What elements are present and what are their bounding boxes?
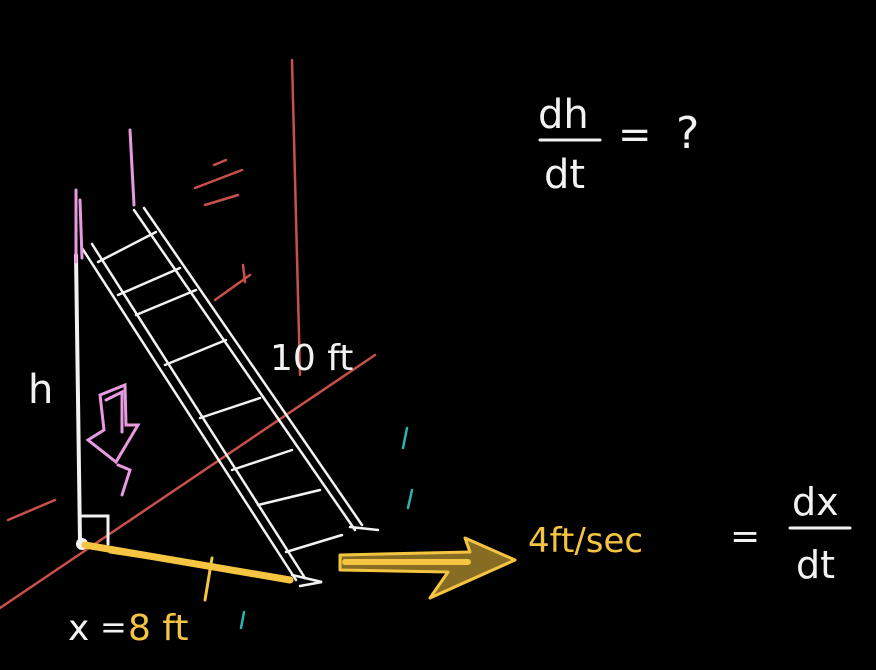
- base-x: [81, 541, 294, 602]
- teal-ticks: [239, 426, 414, 630]
- dh-numerator: dh: [538, 92, 589, 138]
- height-side: [74, 253, 82, 544]
- hypotenuse-label: 10 ft: [270, 338, 353, 379]
- ladder-rail-right: [132, 208, 357, 532]
- labels: h 10 ft x = dh dt = ? = dx dt: [28, 92, 839, 649]
- right-arrow-icon: [338, 536, 517, 600]
- pink-motion: [74, 128, 141, 497]
- down-arrow-icon: [85, 382, 141, 465]
- triangle: [74, 253, 110, 546]
- rate-label: 4ft/sec: [528, 521, 643, 561]
- rate-equals: =: [730, 516, 760, 557]
- ladder-rail-right-2: [142, 206, 364, 527]
- right-angle-mark: [80, 514, 110, 546]
- ground-line: [0, 353, 377, 610]
- wall-corner-line: [290, 58, 302, 377]
- ladder: [80, 206, 380, 588]
- wall-mark-top: [193, 158, 244, 207]
- perspective-lines: [0, 58, 377, 610]
- base-var-label: x: [68, 608, 89, 649]
- dh-equals: =: [618, 112, 652, 158]
- ladder-rail-left-2: [90, 242, 307, 580]
- ground-mark-left: [6, 498, 57, 522]
- ladder-rail-left: [80, 246, 298, 582]
- unknown-mark: ?: [676, 108, 699, 159]
- base-equals: =: [100, 608, 127, 646]
- yellow-labels: 8 ft 4ft/sec: [128, 521, 643, 649]
- fraction-bars: [538, 138, 852, 530]
- dx-numerator: dx: [792, 480, 839, 524]
- wall-mark-mid: [213, 263, 252, 302]
- height-label: h: [28, 367, 53, 413]
- base-value-label: 8 ft: [128, 608, 189, 649]
- dx-denominator: dt: [796, 543, 835, 587]
- dh-denominator: dt: [544, 152, 585, 198]
